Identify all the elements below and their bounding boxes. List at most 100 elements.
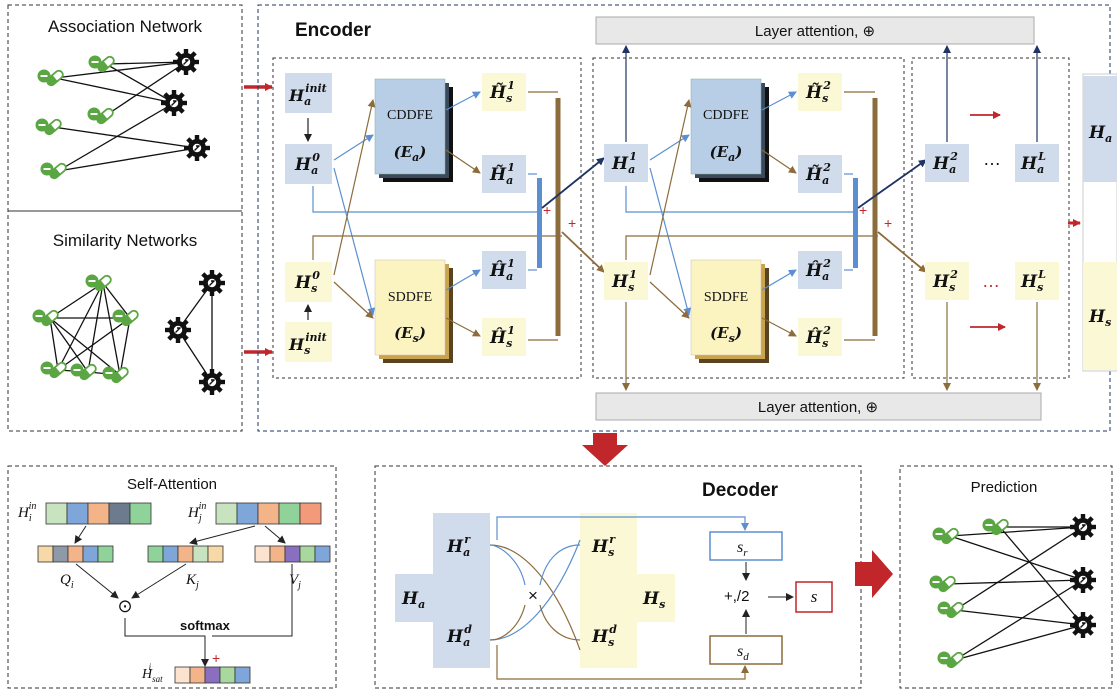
v-vector — [254, 545, 331, 563]
prediction-title: Prediction — [971, 479, 1038, 496]
plus-sign: + — [884, 215, 892, 231]
node-hs-hat-1 — [482, 318, 526, 356]
drug-pill-icon — [31, 308, 61, 328]
association-network-edges — [52, 61, 198, 172]
final-hs — [1083, 262, 1117, 370]
softmax-label: softmax — [180, 618, 231, 633]
svg-text:Hs2: Hs2 — [932, 268, 958, 294]
svg-text:Hjin: Hjin — [187, 501, 206, 524]
disease-gear-icon — [198, 269, 226, 297]
node-ha-hat-2 — [798, 251, 842, 289]
svg-text:Kj: Kj — [185, 572, 199, 591]
svg-text:Ĥa1: Ĥa1 — [489, 257, 515, 283]
q-vector — [37, 545, 114, 563]
disease-gear-icon — [1069, 566, 1097, 594]
svg-text:Ha0: Ha0 — [294, 151, 320, 177]
final-ha — [1083, 76, 1117, 182]
svg-text:Hiin: Hiin — [17, 501, 36, 524]
svg-text:HsL: HsL — [1020, 268, 1046, 294]
node-hs-0 — [285, 262, 332, 302]
svg-text:Ĥs2: Ĥs2 — [805, 324, 831, 350]
sddfe-block-1: SDDFE (Es) — [374, 259, 453, 363]
cddfe-block-2: CDDFE (Ea) — [690, 78, 769, 182]
self-attention-panel: Self-Attention Hiin Hjin — [7, 465, 337, 689]
node-hs-tilde-1 — [482, 73, 526, 111]
sddfe-block-2: SDDFE (Es) — [690, 259, 769, 363]
node-ha-2 — [925, 144, 969, 182]
node-ha-init — [285, 73, 332, 113]
svg-text:H̃a2: H̃a2 — [805, 161, 831, 187]
sddfe-label: SDDFE — [704, 290, 748, 305]
svg-text:Ha2: Ha2 — [932, 150, 958, 176]
h-sat-vector — [174, 666, 251, 684]
svg-text:(Ea): (Ea) — [394, 143, 427, 164]
node-hs-tilde-2 — [798, 73, 842, 111]
svg-text:Ha1: Ha1 — [611, 150, 637, 176]
svg-text:Har: Har — [446, 533, 471, 559]
similarity-networks-title: Similarity Networks — [53, 231, 198, 250]
encoder-to-decoder-arrow — [582, 433, 628, 466]
svg-text:Ĥs1: Ĥs1 — [489, 324, 515, 350]
node-ha-L — [1015, 144, 1059, 182]
encoder-panel: Encoder Layer attention, ⊕ Layer attenti… — [257, 4, 1117, 432]
drug-pill-icon — [928, 574, 958, 594]
disease-gear-icon — [172, 48, 200, 76]
disease-gear-icon — [183, 134, 211, 162]
svg-text:Hsati: Hsati — [141, 662, 163, 684]
svg-text:Hs0: Hs0 — [294, 269, 320, 295]
plus-sign: + — [212, 650, 220, 666]
drug-pill-icon — [101, 365, 131, 385]
svg-text:H̃s2: H̃s2 — [805, 79, 831, 105]
disease-gear-icon — [1069, 513, 1097, 541]
svg-text:Ĥa2: Ĥa2 — [805, 257, 831, 283]
cddfe-label: CDDFE — [387, 108, 433, 123]
svg-text:(Es): (Es) — [394, 324, 426, 345]
encoder-layer-2 — [592, 57, 905, 379]
association-network-title: Association Network — [48, 17, 203, 36]
plus-sign: + — [543, 202, 551, 218]
cddfe-block-1: CDDFE (Ea) — [374, 78, 453, 182]
svg-text:(Ea): (Ea) — [710, 143, 743, 164]
node-ha-hat-1 — [482, 251, 526, 289]
node-ha-0 — [285, 144, 332, 184]
svg-text:Qi: Qi — [60, 572, 74, 591]
prediction-panel: Prediction — [899, 465, 1113, 689]
input-panel: Association Network Similarity Networks — [7, 4, 273, 432]
dec-ha-r-d — [433, 513, 490, 668]
drug-pill-icon — [936, 600, 966, 620]
dec-hs-r-d — [580, 513, 637, 668]
svg-text:Hsd: Hsd — [591, 623, 617, 649]
self-attention-title: Self-Attention — [127, 476, 217, 493]
svg-text:Hs1: Hs1 — [611, 268, 637, 294]
cddfe-label: CDDFE — [703, 108, 749, 123]
k-vector — [147, 545, 224, 563]
decoder-title: Decoder — [702, 480, 779, 501]
times-operator: × — [528, 586, 538, 605]
node-hs-2 — [925, 262, 969, 300]
s-output-label: s — [811, 587, 818, 606]
decoder-panel: Decoder Ha Har Had Hsr Hsd Hs × sr sd +,… — [374, 465, 862, 689]
svg-text:(Es): (Es) — [710, 324, 742, 345]
drug-pill-icon — [39, 161, 69, 181]
decoder-to-prediction-arrow — [855, 550, 893, 598]
layer-attention-top — [595, 16, 1035, 45]
s-output-box — [795, 581, 833, 613]
layer-attention-bottom-label: Layer attention, ⊕ — [758, 399, 878, 416]
svg-text:Vj: Vj — [289, 572, 301, 591]
hj-vector — [215, 502, 322, 525]
disease-gear-icon — [164, 316, 192, 344]
drug-pill-icon — [34, 117, 64, 137]
node-ha-tilde-1 — [482, 155, 526, 193]
svg-text:H̃s1: H̃s1 — [489, 79, 515, 105]
node-ha-tilde-2 — [798, 155, 842, 193]
drug-pill-icon — [936, 650, 966, 670]
drug-pill-icon — [931, 526, 961, 546]
ellipsis-red: … — [982, 271, 1000, 291]
sddfe-label: SDDFE — [388, 290, 432, 305]
odot-operator: ⊙ — [117, 596, 132, 616]
svg-text:H̃a1: H̃a1 — [489, 161, 515, 187]
node-ha-1 — [604, 144, 648, 182]
svg-text:HaL: HaL — [1020, 150, 1046, 176]
encoder-layer-L — [911, 57, 1070, 379]
